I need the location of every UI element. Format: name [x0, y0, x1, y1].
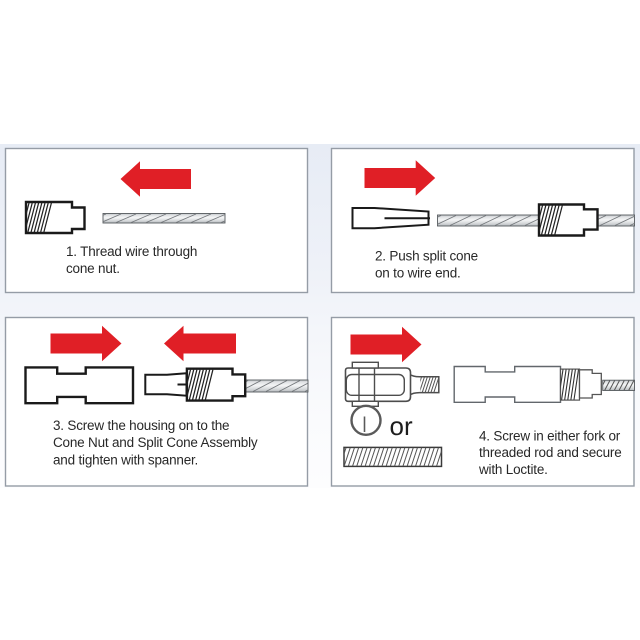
svg-text:3. Screw the housing on to the: 3. Screw the housing on to the — [53, 418, 229, 433]
svg-text:and tighten with spanner.: and tighten with spanner. — [53, 452, 198, 467]
svg-text:1. Thread wire through: 1. Thread wire through — [66, 244, 197, 259]
svg-text:threaded rod and secure: threaded rod and secure — [479, 445, 622, 460]
svg-text:4. Screw in either fork or: 4. Screw in either fork or — [479, 428, 621, 443]
svg-text:Cone Nut and Split Cone Assemb: Cone Nut and Split Cone Assembly — [53, 435, 258, 450]
svg-text:cone nut.: cone nut. — [66, 261, 120, 276]
svg-text:2. Push split cone: 2. Push split cone — [375, 248, 478, 263]
svg-text:with Loctite.: with Loctite. — [478, 462, 548, 477]
svg-text:on to wire end.: on to wire end. — [375, 265, 461, 280]
svg-text:or: or — [390, 411, 413, 441]
